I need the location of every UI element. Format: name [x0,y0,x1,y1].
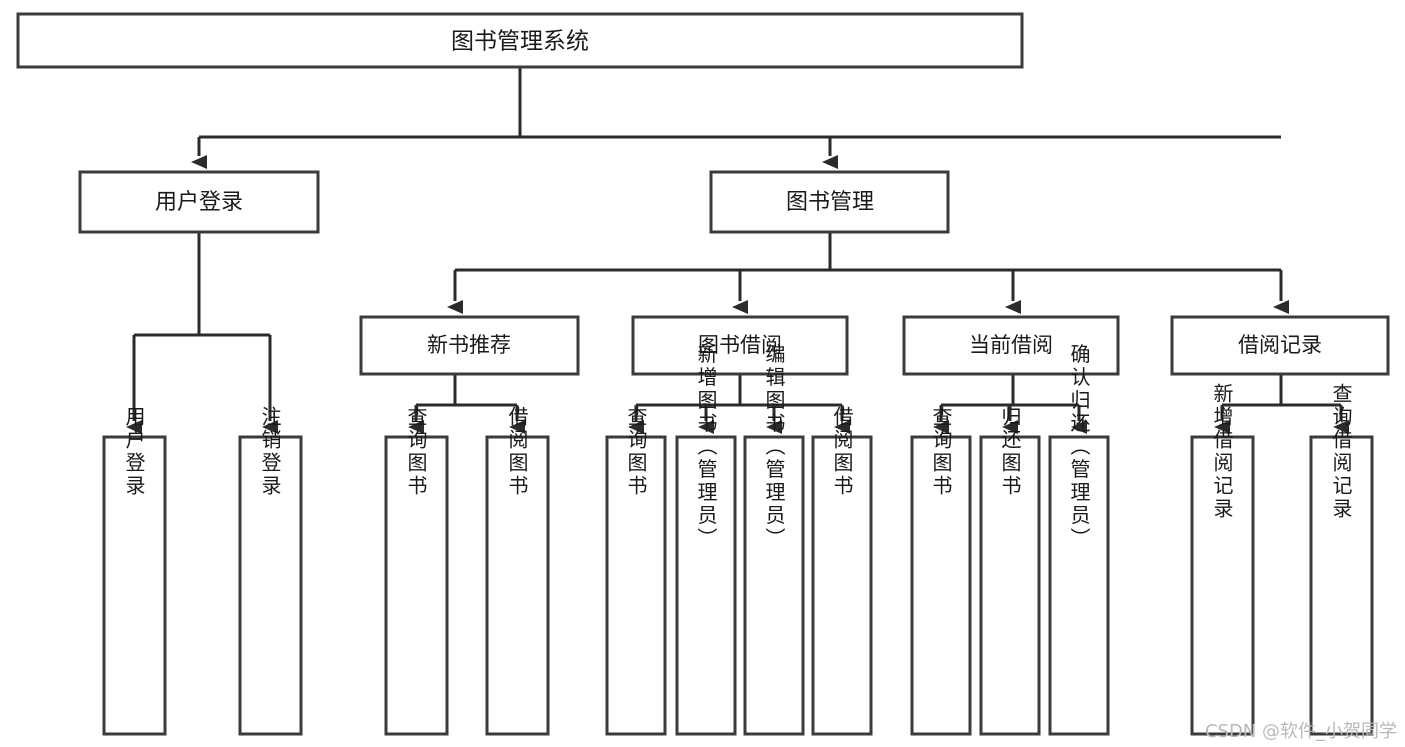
node-borrow-record[interactable]: 借阅记录 [1170,315,1390,376]
leaf-confirm-return-label: 确认归还（管理员） [1067,343,1091,550]
leaf-user-login-label: 用户登录 [122,406,146,498]
node-book-borrow-label: 图书借阅 [698,333,782,357]
node-book-manage[interactable]: 图书管理 [709,170,950,234]
leaf-return-book-label: 归还图书 [998,406,1022,498]
node-borrow-record-label: 借阅记录 [1238,333,1322,357]
connector-userlogin-to-leaves [126,232,278,434]
leaf-query-book-3-label: 查询图书 [929,406,953,498]
leaf-confirm-return[interactable]: 确认归还（管理员） [1048,343,1110,736]
leaf-logout[interactable]: 注销登录 [238,406,303,736]
leaf-borrow-book-1-label: 借阅图书 [505,406,529,498]
node-book-borrow[interactable]: 图书借阅 [631,315,849,376]
leaf-borrow-book-2-label: 借阅图书 [830,406,854,498]
leaf-query-book-2[interactable]: 查询图书 [605,406,667,736]
leaf-query-book-2-label: 查询图书 [624,406,648,498]
node-root-label: 图书管理系统 [451,29,589,55]
leaf-logout-label: 注销登录 [258,406,282,498]
node-new-book-recommend[interactable]: 新书推荐 [359,315,580,376]
node-new-book-recommend-label: 新书推荐 [427,333,511,357]
leaf-add-book-label: 新增图书（管理员） [694,343,718,550]
connector-bookmanage-to-level3 [447,232,1289,314]
connector-newbook-to-leaves [408,374,525,434]
node-root[interactable]: 图书管理系统 [16,12,1024,69]
leaf-add-record-label: 新增借阅记录 [1210,383,1234,521]
leaf-query-book-1[interactable]: 查询图书 [384,406,449,736]
connector-borrowrecord-to-leaves [1214,374,1349,434]
node-book-manage-label: 图书管理 [786,190,874,215]
leaf-return-book[interactable]: 归还图书 [979,406,1041,736]
leaf-user-login[interactable]: 用户登录 [102,406,167,736]
leaf-add-record[interactable]: 新增借阅记录 [1190,383,1255,736]
leaf-edit-book[interactable]: 编辑图书（管理员） [743,343,805,736]
leaf-query-book-1-label: 查询图书 [404,406,428,498]
node-user-login-label: 用户登录 [155,190,243,215]
node-current-borrow[interactable]: 当前借阅 [902,315,1120,376]
leaf-edit-book-label: 编辑图书（管理员） [762,343,786,550]
leaf-query-record[interactable]: 查询借阅记录 [1309,383,1374,736]
node-user-login[interactable]: 用户登录 [78,170,320,234]
connector-currentborrow-to-leaves [933,374,1087,434]
node-current-borrow-label: 当前借阅 [969,333,1053,357]
leaf-query-book-3[interactable]: 查询图书 [910,406,972,736]
leaf-borrow-book-2[interactable]: 借阅图书 [811,406,873,736]
leaf-add-book[interactable]: 新增图书（管理员） [675,343,737,736]
connector-root-to-level2 [191,67,1281,169]
connector-bookborrow-to-leaves [628,374,850,434]
leaf-query-record-label: 查询借阅记录 [1329,383,1353,521]
leaf-borrow-book-1[interactable]: 借阅图书 [485,406,550,736]
